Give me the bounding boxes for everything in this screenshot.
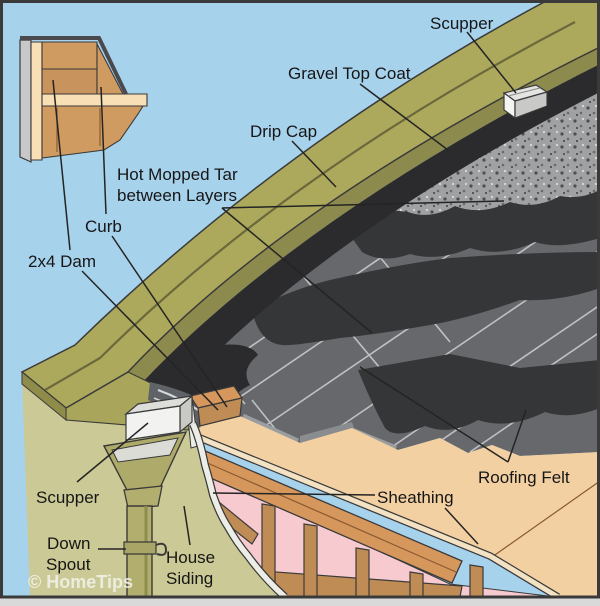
strap-hook [155,542,168,556]
spout-collar [123,485,163,509]
wall-stud [355,547,370,598]
label-down-spout-1: Down [47,534,90,553]
label-curb: Curb [85,217,122,236]
downspout-strap [123,541,157,555]
label-house-siding-1: House [166,548,215,567]
label-scupper-top: Scupper [430,14,494,33]
parapet-cap [20,0,600,422]
labels: Scupper Gravel Top Coat Drip Cap Hot Mop… [28,14,570,592]
wall-stud [303,523,318,598]
inset-metal-cap-edge [20,36,128,95]
label-house-siding-2: Siding [166,569,213,588]
roof-scupper-box [502,84,549,120]
inset-deck-board [41,93,148,107]
label-2x4-dam: 2x4 Dam [28,252,96,271]
hometips-watermark: © HomeTips [28,572,133,592]
inset-blocking [41,105,144,159]
wall-framing-cutaway [191,446,557,598]
leader-lines [52,31,527,550]
label-drip-cap: Drip Cap [250,122,317,141]
label-hot-mopped-tar-1: Hot Mopped Tar [117,165,238,184]
label-hot-mopped-tar-2: between Layers [117,186,237,205]
wall-stud [469,564,484,598]
label-scupper-bottom: Scupper [36,488,100,507]
label-sheathing: Sheathing [377,488,454,507]
cap-groove-line [44,21,576,391]
cap-front-face [21,370,67,422]
label-roofing-felt: Roofing Felt [478,468,570,487]
corner-drip-edge-trim [189,422,288,600]
label-gravel-top-coat: Gravel Top Coat [288,64,411,83]
parapet-inner-face [128,47,600,385]
wall-stud [409,571,424,598]
wall-scupper-assembly [102,394,195,598]
inset-drip-cap-metal [19,39,32,163]
curb-detail-inset [19,36,148,163]
bottom-gray-strip [0,598,600,606]
inset-curb-wood [41,41,98,70]
scupper-box-front [125,405,181,441]
sheathing-edge-strip [193,432,560,601]
label-down-spout-2: Spout [46,555,91,574]
parapet-tar-shadow [140,64,600,402]
